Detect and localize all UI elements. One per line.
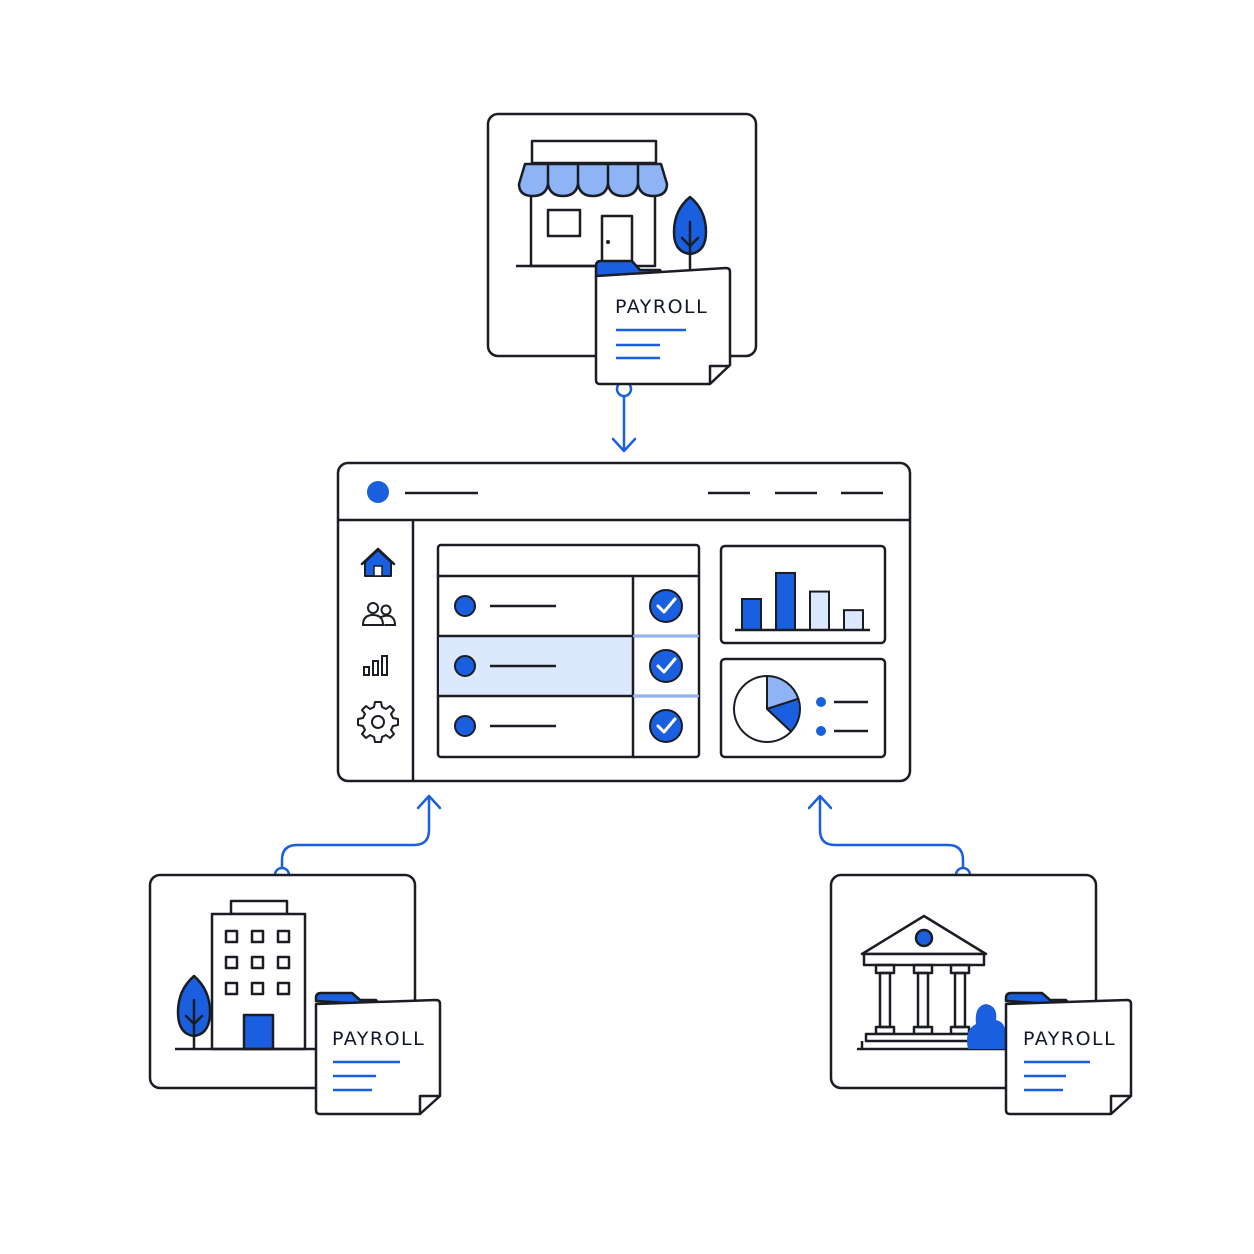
storefront-icon	[516, 139, 669, 268]
connector-storefront-to-dashboard	[611, 380, 637, 453]
table-row[interactable]	[454, 649, 683, 683]
dashboard-window	[336, 461, 912, 783]
bank-building-icon	[857, 914, 1006, 1051]
storefront-node: PAYROLL	[486, 112, 758, 386]
bar-chart-bar	[809, 590, 830, 631]
connector-bank-to-dashboard	[807, 794, 972, 884]
table-row[interactable]	[454, 709, 683, 743]
checkmark-icon	[649, 589, 683, 623]
home-icon[interactable]	[360, 547, 396, 577]
window-status-dot	[367, 481, 389, 503]
pie-chart	[733, 675, 801, 743]
connector-office-to-dashboard	[273, 794, 442, 884]
bar-chart-bar	[741, 598, 762, 631]
checkmark-icon	[649, 709, 683, 743]
payroll-folder-bank: PAYROLL	[1004, 991, 1133, 1116]
office-node: PAYROLL	[148, 873, 442, 1116]
payroll-folder-storefront: PAYROLL	[594, 259, 732, 386]
bar-chart-widget	[719, 544, 887, 645]
payroll-folder-office: PAYROLL	[314, 991, 442, 1116]
bar-chart-bar	[775, 571, 796, 632]
shrub-icon	[967, 1004, 1006, 1049]
users-icon[interactable]	[361, 602, 397, 626]
bar-chart-bar	[843, 609, 864, 631]
pie-legend	[816, 697, 868, 736]
pie-chart-widget	[719, 657, 887, 759]
sidebar	[357, 547, 399, 743]
office-building-icon	[175, 899, 318, 1051]
payroll-folder-label: PAYROLL	[615, 296, 708, 318]
bank-node: PAYROLL	[829, 873, 1133, 1116]
checkmark-icon	[649, 649, 683, 683]
settings-gear-icon[interactable]	[357, 701, 399, 743]
payroll-folder-label: PAYROLL	[1023, 1028, 1116, 1050]
payroll-folder-label: PAYROLL	[332, 1028, 425, 1050]
bar-chart-icon[interactable]	[363, 655, 388, 676]
bar-chart-bars	[741, 571, 864, 632]
tree-icon	[176, 974, 212, 1051]
employee-table	[436, 543, 701, 759]
pie-slice	[733, 675, 793, 743]
tree-icon	[672, 195, 708, 270]
table-row[interactable]	[454, 589, 683, 623]
